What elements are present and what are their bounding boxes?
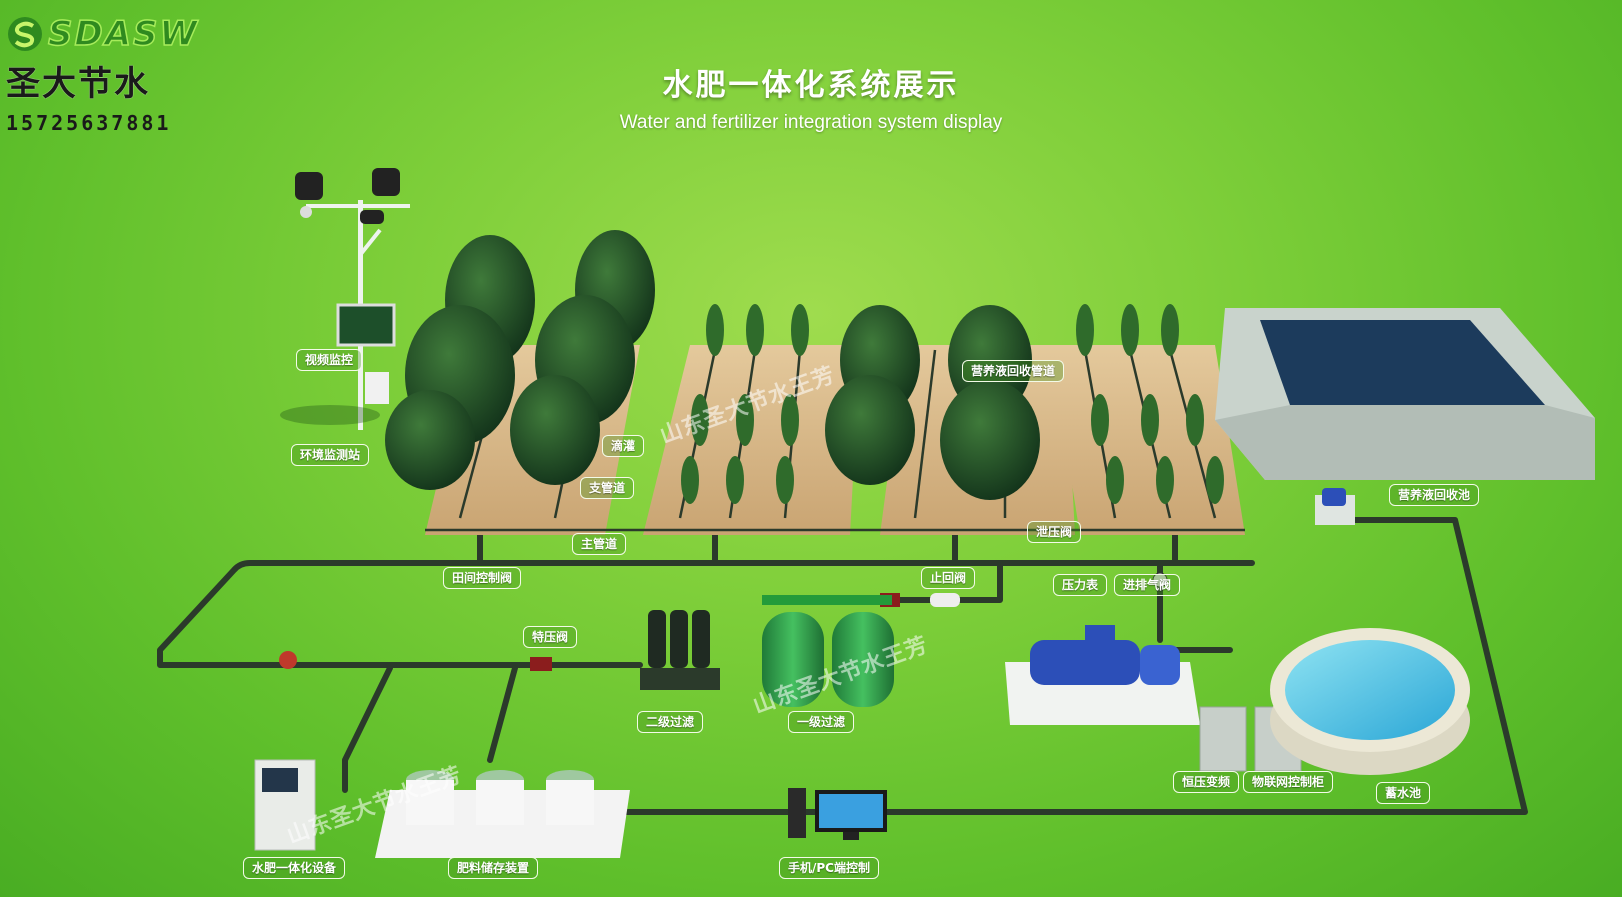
fertigation-equipment <box>254 759 630 858</box>
label-primary-filter: 一级过滤 <box>788 711 855 733</box>
label-video-monitor: 视频监控 <box>296 349 363 371</box>
brand-block: SDASW 圣大节水 15725637881 <box>6 13 200 135</box>
title-zh: 水肥一体化系统展示 <box>662 68 960 103</box>
label-mobile-pc: 手机/PC端控制 <box>779 857 879 879</box>
monitor-station <box>280 168 410 430</box>
label-special-valve: 特压阀 <box>523 626 578 648</box>
primary-filter-unit <box>762 595 894 707</box>
label-env-station: 环境监测站 <box>291 444 370 466</box>
label-main-pipe: 主管道 <box>572 533 627 555</box>
field-plots <box>385 230 1245 535</box>
label-relief-valve: 泄压阀 <box>1027 521 1082 543</box>
page-title: 水肥一体化系统展示 Water and fertilizer integrati… <box>0 60 1622 134</box>
label-fert-storage: 肥料储存装置 <box>448 857 539 879</box>
pc-terminal <box>788 788 887 840</box>
return-pool <box>1215 308 1595 525</box>
label-iot-cabinet: 物联网控制柜 <box>1243 771 1334 793</box>
label-drip: 滴灌 <box>602 435 645 457</box>
label-field-valve: 田间控制阀 <box>443 567 522 589</box>
label-reservoir: 蓄水池 <box>1376 782 1431 804</box>
label-nutrient-return-pool: 营养液回收池 <box>1389 484 1480 506</box>
label-check-valve: 止回阀 <box>921 567 976 589</box>
brand-name-cn: 圣大节水 <box>6 64 150 104</box>
brand-logo-icon <box>8 17 42 51</box>
label-nutrient-return-pipe: 营养液回收管道 <box>962 360 1065 382</box>
brand-name-en: SDASW <box>47 13 200 55</box>
label-const-pressure-vfd: 恒压变频 <box>1173 771 1240 793</box>
storage-pool <box>1270 628 1470 775</box>
secondary-filter-unit <box>640 610 720 690</box>
title-en: Water and fertilizer integration system … <box>619 112 1003 133</box>
label-pressure-gauge: 压力表 <box>1053 574 1108 596</box>
label-branch-pipe: 支管道 <box>580 477 635 499</box>
label-fertigation-machine: 水肥一体化设备 <box>243 857 346 879</box>
label-air-valve: 进排气阀 <box>1114 574 1181 596</box>
pump-station <box>1005 625 1200 725</box>
brand-phone: 15725637881 <box>6 111 172 135</box>
label-secondary-filter: 二级过滤 <box>637 711 704 733</box>
